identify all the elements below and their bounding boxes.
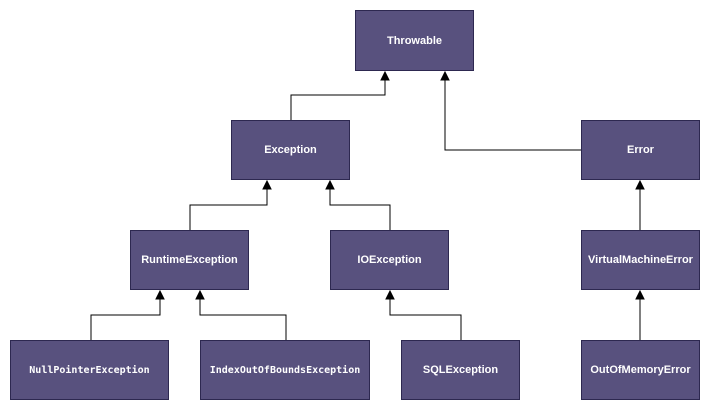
arrowhead-exception-right xyxy=(325,179,335,190)
edge-index-out-of-bounds-to-runtime xyxy=(199,298,287,340)
arrowhead-runtime-left xyxy=(155,289,165,300)
node-exception: Exception xyxy=(231,120,350,180)
arrowhead-throwable-left xyxy=(380,70,390,81)
arrowhead-io-exception xyxy=(385,289,395,300)
node-virtual-machine-error: VirtualMachineError xyxy=(581,230,700,290)
node-runtime-exception: RuntimeException xyxy=(130,230,249,290)
node-out-of-memory-error: OutOfMemoryError xyxy=(581,340,700,400)
edge-runtime-exception-to-exception xyxy=(189,188,268,230)
edge-null-pointer-to-runtime xyxy=(90,298,161,340)
node-null-pointer-exception: NullPointerException xyxy=(10,340,169,400)
edge-sql-exception-to-io xyxy=(389,298,462,340)
node-error: Error xyxy=(581,120,700,180)
arrowhead-error xyxy=(635,179,645,190)
edge-error-to-throwable xyxy=(444,79,581,151)
arrowhead-exception-left xyxy=(262,179,272,190)
arrowhead-throwable-right xyxy=(440,70,450,81)
arrowhead-runtime-right xyxy=(195,289,205,300)
node-io-exception: IOException xyxy=(330,230,449,290)
node-sql-exception: SQLException xyxy=(401,340,520,400)
edge-io-exception-to-exception xyxy=(329,188,391,230)
node-throwable: Throwable xyxy=(355,10,474,71)
edge-exception-to-throwable xyxy=(290,79,386,120)
arrowhead-vm-error xyxy=(635,289,645,300)
node-index-out-of-bounds-exception: IndexOutOfBoundsException xyxy=(200,340,370,400)
